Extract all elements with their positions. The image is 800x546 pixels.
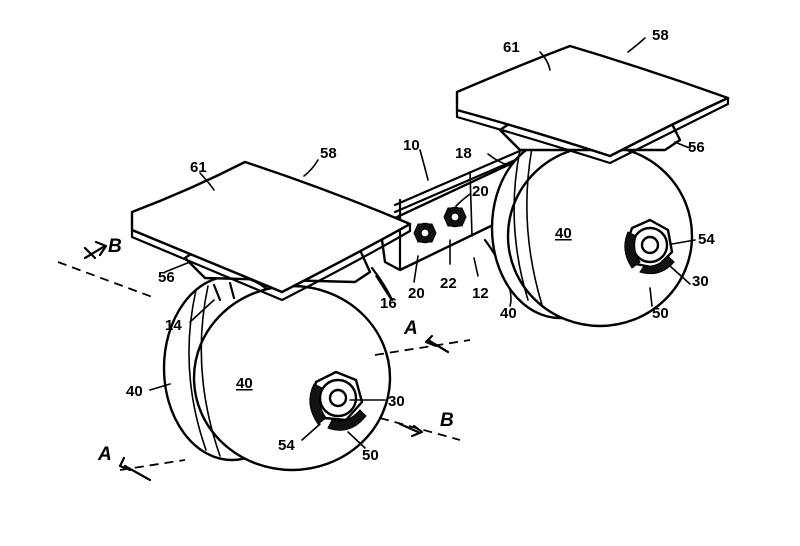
left-platform	[130, 160, 412, 302]
label-frame: 12	[472, 285, 489, 302]
section-lines	[57, 240, 471, 482]
label-hub-right: 30	[692, 273, 709, 290]
label-bracket-right: 56	[688, 139, 705, 156]
label-washer-right: 54	[698, 231, 715, 248]
section-a-mid: A	[403, 318, 418, 339]
label-post: 14	[165, 317, 182, 334]
reference-labels: 61 58 61 58 10 18 20 56 40 54 30 50 40 1…	[97, 27, 715, 465]
left-wheel-assembly	[162, 274, 392, 472]
label-arm-left: 16	[380, 295, 397, 312]
label-nut-bottom: 20	[408, 285, 425, 302]
label-assembly: 10	[403, 137, 420, 154]
label-plate-left: 61	[190, 159, 207, 176]
label-wheel-front-left-inner: 40	[126, 383, 143, 400]
hub-right	[640, 235, 660, 255]
label-unit-left: 58	[320, 145, 337, 162]
label-nut-right: 50	[652, 305, 669, 322]
right-wheel-assembly	[490, 136, 694, 328]
leader-lines	[149, 37, 696, 449]
label-nut-left: 50	[362, 447, 379, 464]
label-bolt: 22	[440, 275, 457, 292]
hub-left	[328, 388, 348, 408]
label-axle-right: 18	[455, 145, 472, 162]
label-plate-right: 61	[503, 39, 520, 56]
right-platform	[455, 44, 730, 165]
section-b-left: B	[108, 236, 122, 257]
section-b-right: B	[440, 410, 454, 431]
label-washer-left: 54	[278, 437, 295, 454]
label-unit-right: 58	[652, 27, 669, 44]
section-a-left: A	[97, 444, 112, 465]
label-wheel-front-left-outer: 40	[236, 375, 253, 392]
label-wheel-back-right-outer: 40	[555, 225, 572, 242]
label-wheel-back-right-inner: 40	[500, 305, 517, 322]
label-hub-left: 30	[388, 393, 405, 410]
label-nut-top: 20	[472, 183, 489, 200]
label-bracket-left: 56	[158, 269, 175, 286]
